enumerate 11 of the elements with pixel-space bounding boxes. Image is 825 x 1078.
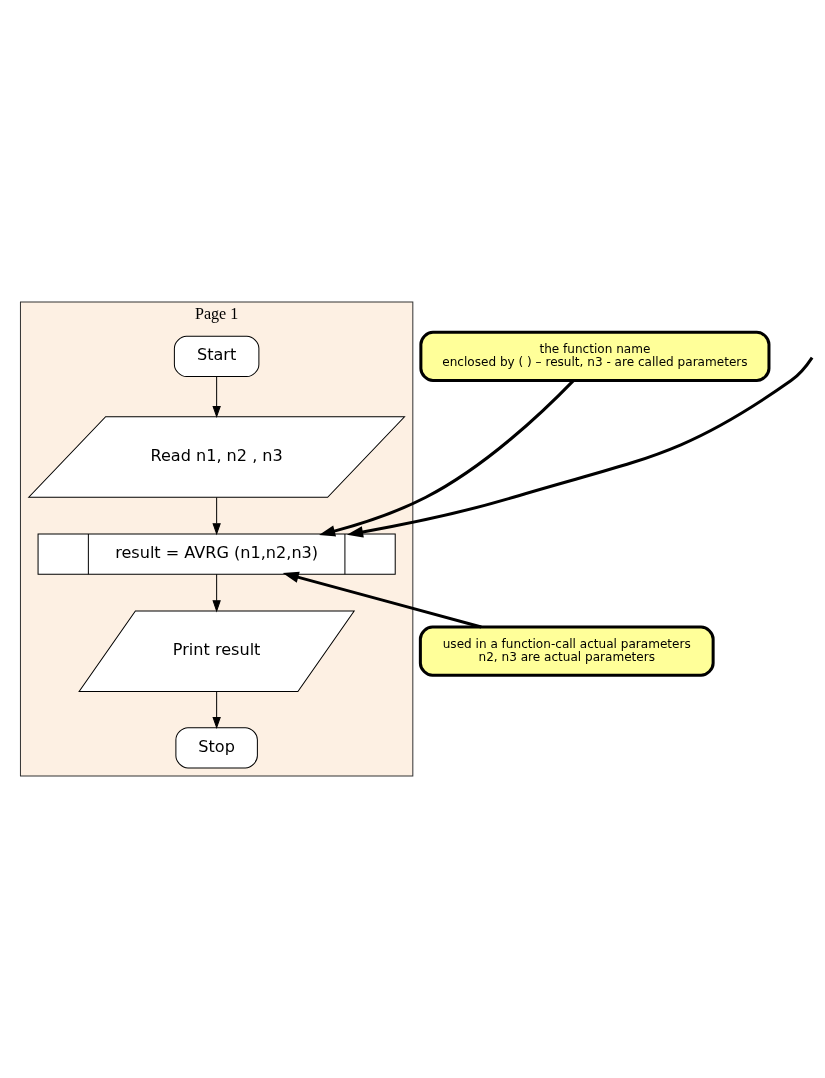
arrow <box>212 376 221 419</box>
arrow <box>212 690 221 730</box>
arrow <box>346 356 814 538</box>
arrow <box>212 573 221 613</box>
arrow <box>282 571 482 629</box>
node-box: used in a function-call actual parameters n2, n3 are actual parameters <box>418 625 715 677</box>
node-box: Stop <box>175 727 258 769</box>
node-box: Start <box>173 335 260 378</box>
arrow <box>319 379 575 537</box>
node-box: the function name enclosed by ( ) – result, n3 - are called parameters <box>419 330 771 383</box>
arrow <box>212 497 221 536</box>
